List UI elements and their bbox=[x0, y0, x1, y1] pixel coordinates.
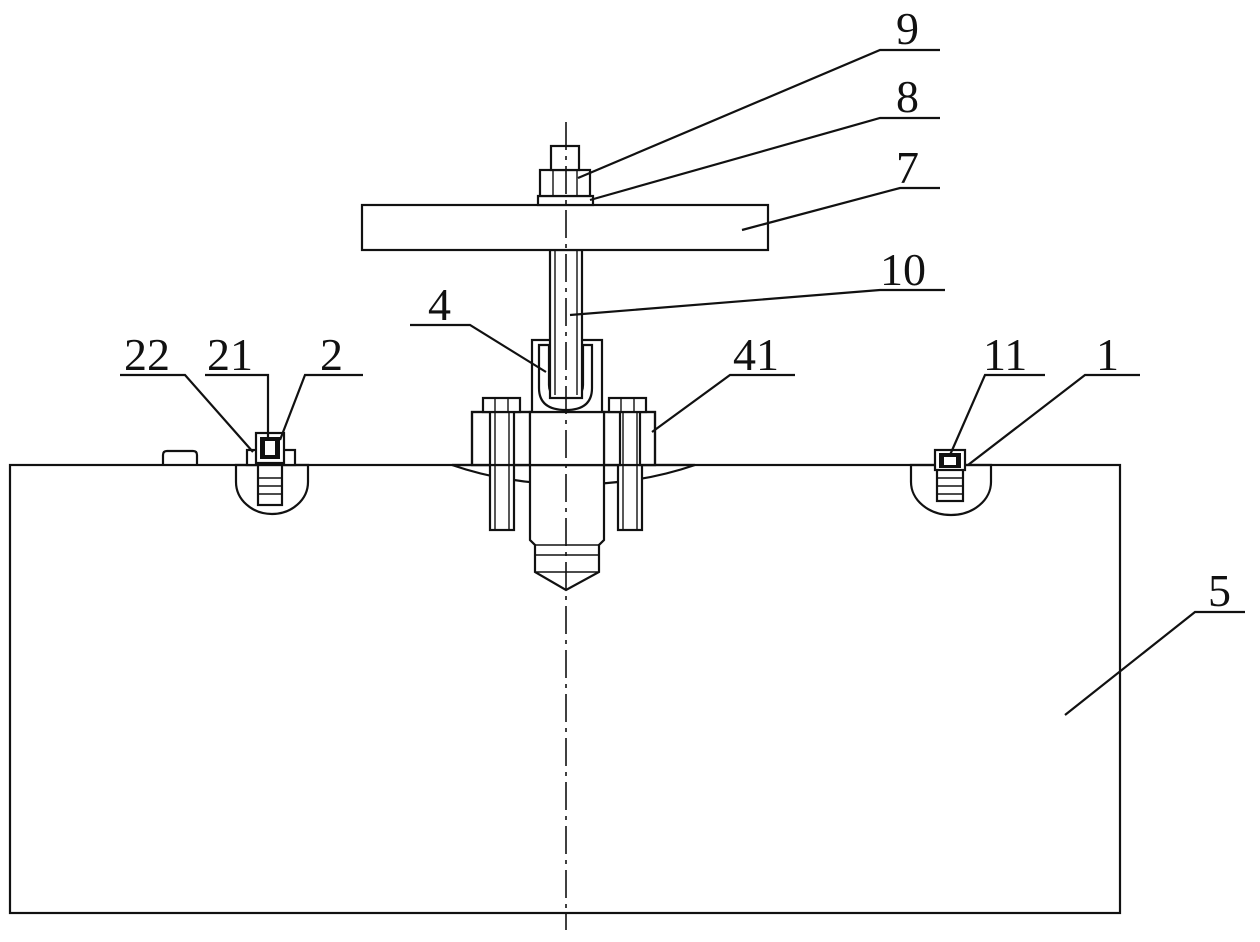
label-2: 2 bbox=[320, 329, 343, 380]
label-8: 8 bbox=[896, 71, 919, 122]
small-stop-block bbox=[163, 451, 197, 465]
nut-9 bbox=[540, 146, 590, 196]
label-1: 1 bbox=[1096, 329, 1119, 380]
leader-lines bbox=[120, 50, 1245, 715]
label-9: 9 bbox=[896, 3, 919, 54]
central-seat bbox=[452, 465, 695, 590]
part-labels: 9 8 7 10 4 41 22 21 2 11 1 5 bbox=[124, 3, 1231, 616]
plate-7 bbox=[362, 205, 768, 250]
label-11: 11 bbox=[983, 329, 1027, 380]
label-5: 5 bbox=[1208, 565, 1231, 616]
label-21: 21 bbox=[207, 329, 253, 380]
label-41: 41 bbox=[733, 329, 779, 380]
label-4: 4 bbox=[428, 279, 451, 330]
label-10: 10 bbox=[880, 244, 926, 295]
right-pin-socket bbox=[911, 450, 991, 515]
label-22: 22 bbox=[124, 329, 170, 380]
label-7: 7 bbox=[896, 142, 919, 193]
